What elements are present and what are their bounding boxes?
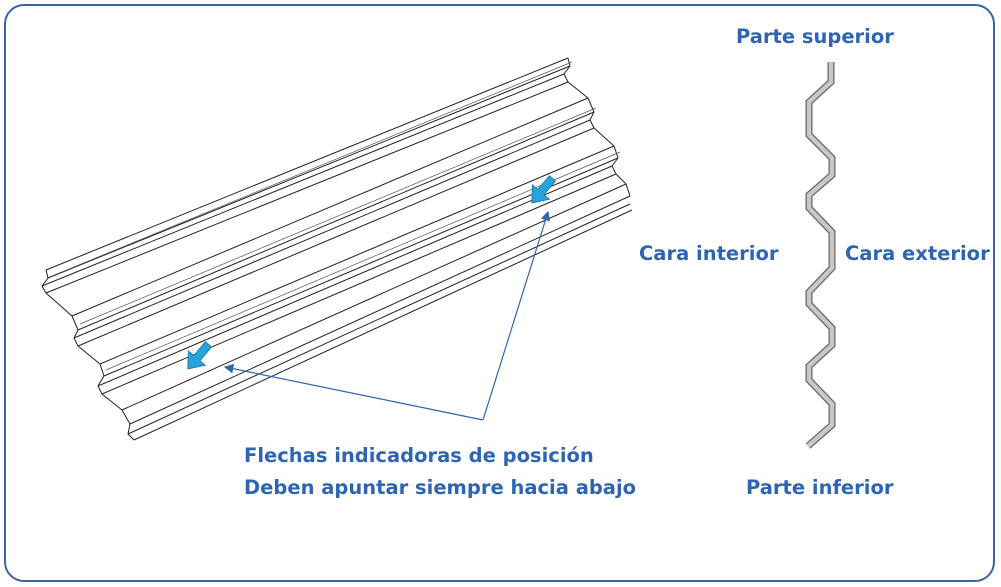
caption-line-2: Deben apuntar siempre hacia abajo	[244, 476, 637, 499]
outer-face-label: Cara exterior	[845, 242, 990, 265]
diagram-frame	[4, 4, 995, 582]
sheet-ridge-lines	[41, 57, 633, 441]
corrugated-sheet	[41, 57, 633, 441]
bottom-label: Parte inferior	[746, 476, 894, 499]
position-arrow-icon	[531, 175, 557, 204]
sheet-right-edge	[563, 57, 631, 197]
caption-line-1: Flechas indicadoras de posición	[244, 444, 594, 467]
position-arrow-icon	[187, 341, 213, 370]
leader-lines	[223, 210, 551, 421]
top-label: Parte superior	[736, 25, 894, 48]
caption: Flechas indicadoras de posición Deben ap…	[244, 440, 636, 504]
inner-face-label: Cara interior	[639, 242, 779, 265]
sheet-cross-section	[806, 62, 835, 448]
sheet-left-edge	[41, 269, 135, 441]
sheet-inner-groove	[51, 61, 621, 371]
